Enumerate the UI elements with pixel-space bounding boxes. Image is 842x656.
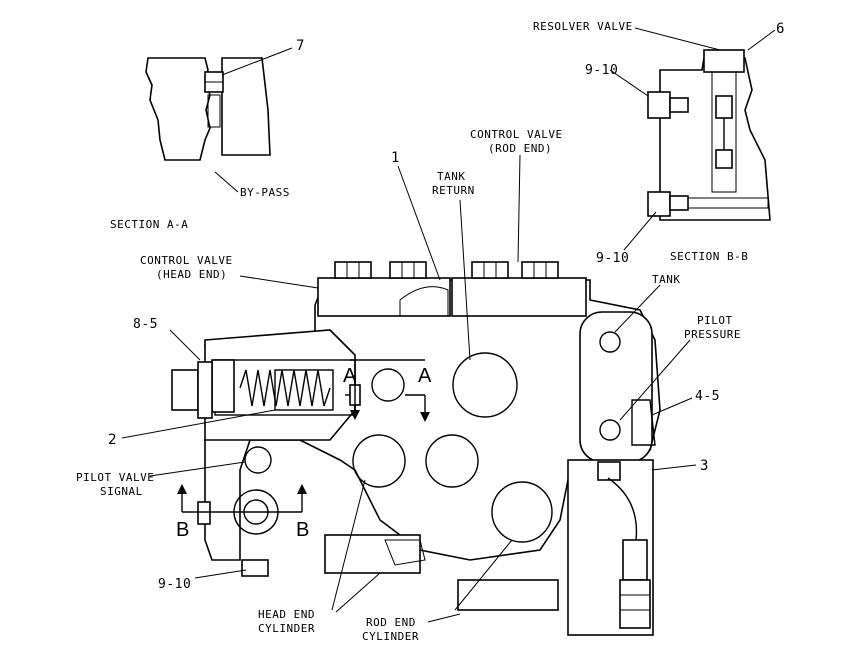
- label-a-left: A: [343, 365, 357, 387]
- head-end-cylinder-port: [352, 434, 406, 488]
- label-control-valve-head-2: (HEAD END): [156, 268, 227, 281]
- label-9-10-top: 9-10: [585, 63, 618, 78]
- rod-end-cylinder-port: [491, 481, 553, 543]
- port-section-a: [371, 368, 405, 402]
- leader-7: [221, 47, 293, 76]
- label-pilot-valve-signal-2: SIGNAL: [100, 485, 143, 498]
- label-resolver-valve: RESOLVER VALVE: [533, 20, 633, 33]
- resolver-cap: [703, 49, 745, 73]
- leader-resolver: [634, 27, 721, 51]
- label-9-10-bottom: 9-10: [158, 577, 191, 592]
- label-8-5: 8-5: [133, 317, 158, 332]
- rod-end-control-valve-block: [451, 277, 587, 317]
- leader-head-end-a: [331, 479, 366, 611]
- leader-lines: [121, 154, 697, 623]
- label-tank: TANK: [652, 273, 681, 286]
- diagram-labels: RESOLVER VALVE 6 7 9-10 9-10 BY-PASS SEC…: [76, 20, 785, 643]
- leader-8-5: [169, 329, 201, 361]
- center-port: [425, 434, 479, 488]
- label-tank-return-1: TANK: [437, 170, 466, 183]
- label-a-right: A: [418, 365, 432, 387]
- leader-tank-return: [459, 199, 471, 361]
- leader-2: [121, 409, 276, 439]
- leader-6: [747, 29, 776, 51]
- section-b-b-view: [609, 27, 776, 251]
- pilot-valve-signal-port: [244, 446, 272, 474]
- label-control-valve-head-1: CONTROL VALVE: [140, 254, 233, 267]
- label-pilot-pressure-1: PILOT: [697, 314, 733, 327]
- tank-return-port: [452, 352, 518, 418]
- leader-tank: [614, 284, 661, 333]
- leader-head-end-b: [335, 572, 381, 613]
- end-plug-8-5: [171, 369, 199, 411]
- spool-piston: [274, 369, 334, 411]
- resolver-bore: [711, 71, 737, 193]
- main-valve-assembly: [171, 261, 661, 636]
- label-rod-end-cylinder-1: ROD END: [366, 616, 416, 629]
- label-tank-return-2: RETURN: [432, 184, 475, 197]
- leader-control-valve-rod: [517, 154, 521, 263]
- label-section-b-b: SECTION B-B: [670, 250, 748, 263]
- label-pilot-valve-signal-1: PILOT VALVE: [76, 471, 154, 484]
- leader-bypass: [214, 171, 239, 193]
- tank-port: [599, 331, 621, 353]
- label-b-right: B: [296, 519, 309, 541]
- label-b-left: B: [176, 519, 189, 541]
- bypass-body-left: [145, 57, 211, 161]
- leader-1: [397, 165, 441, 281]
- label-9-10-mid: 9-10: [596, 251, 629, 266]
- label-pilot-pressure-2: PRESSURE: [684, 328, 741, 341]
- leader-rod-end-b: [454, 539, 513, 611]
- label-rod-end-cylinder-2: CYLINDER: [362, 630, 419, 643]
- bottom-block-right: [457, 579, 559, 611]
- label-4-5: 4-5: [695, 389, 720, 404]
- spool-spring: [239, 369, 331, 407]
- port-plug-bottom: [647, 191, 671, 217]
- label-control-valve-rod-2: (ROD END): [488, 142, 552, 155]
- cutaway-hatch-top: [399, 286, 449, 317]
- label-6: 6: [776, 21, 785, 37]
- label-control-valve-rod-1: CONTROL VALVE: [470, 128, 563, 141]
- leader-9-10-top: [609, 69, 649, 97]
- plug-9-10: [241, 559, 269, 577]
- leader-9-10-bottom: [194, 569, 247, 579]
- section-a-a-view: [145, 47, 293, 193]
- port-plug-top: [647, 91, 671, 119]
- label-by-pass: BY-PASS: [240, 186, 290, 199]
- label-1: 1: [391, 150, 400, 166]
- leader-rod-end-a: [427, 613, 461, 623]
- label-head-end-cylinder-1: HEAD END: [258, 608, 315, 621]
- bottom-block-left: [324, 534, 421, 574]
- label-7: 7: [296, 38, 305, 54]
- leader-pilot-pressure: [619, 339, 691, 421]
- leader-3: [651, 464, 697, 471]
- label-3: 3: [700, 458, 709, 474]
- leader-9-10-mid: [623, 211, 657, 251]
- head-end-control-valve-block: [317, 277, 451, 317]
- pilot-pressure-port: [599, 419, 621, 441]
- solenoid-connector: [622, 539, 648, 581]
- label-2: 2: [108, 432, 117, 448]
- label-head-end-cylinder-2: CYLINDER: [258, 622, 315, 635]
- end-cap: [211, 359, 235, 413]
- leader-pilot-valve-signal: [149, 461, 246, 477]
- leader-4-5: [651, 397, 693, 416]
- bolt-heads: [334, 261, 559, 279]
- label-section-a-a: SECTION A-A: [110, 218, 188, 231]
- bypass-passage: [207, 94, 221, 128]
- bypass-body-right: [221, 57, 271, 156]
- leader-control-valve-head: [239, 275, 319, 289]
